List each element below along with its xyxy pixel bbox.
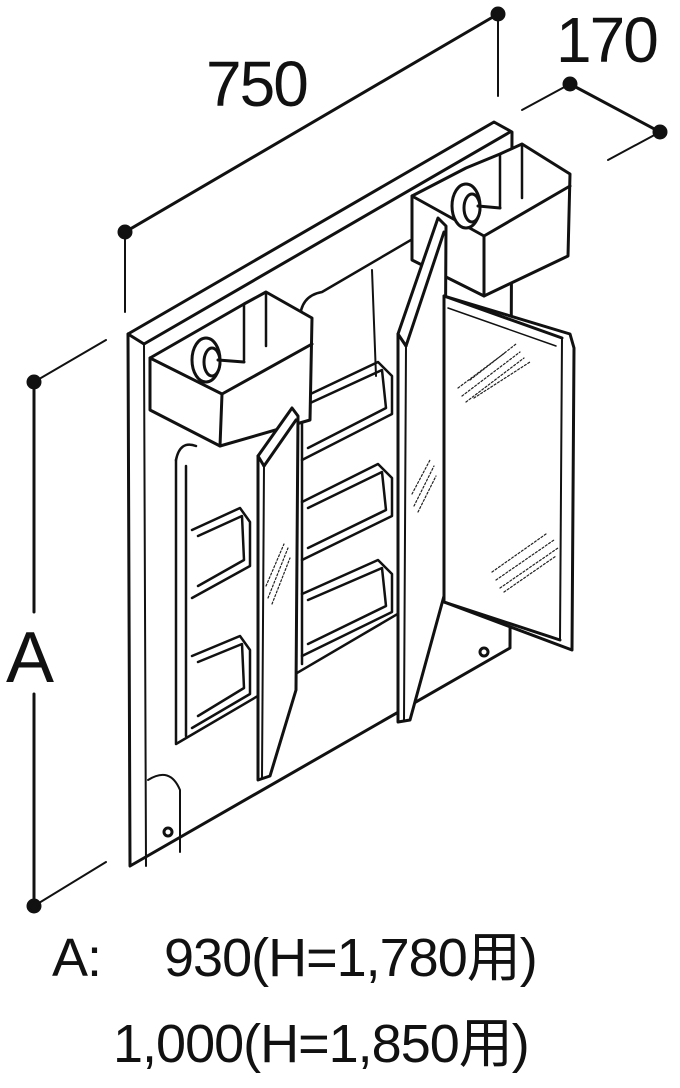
size-legend-line-1: A: 930(H=1,780用) [0, 918, 680, 998]
mounting-hole-left [162, 826, 174, 838]
legend-label: A: [52, 928, 102, 988]
width-dimension-line [117, 6, 506, 313]
center-shelves [300, 360, 394, 666]
legend-value-2: 1,000(H=1,850用) [113, 1014, 530, 1074]
left-shelves [190, 506, 252, 730]
left-mirror-door [256, 406, 300, 782]
right-mirror-door [442, 294, 576, 652]
width-label: 750 [206, 48, 307, 120]
left-light-fixture [148, 290, 314, 448]
height-dimension-line [26, 339, 107, 914]
depth-dimension-line [521, 76, 668, 161]
height-symbol: A [6, 618, 54, 698]
legend-value-1: 930(H=1,780用) [164, 928, 538, 988]
right-light-fixture [410, 142, 572, 298]
size-legend-line-2: 1,000(H=1,850用) [0, 1004, 680, 1084]
mounting-hole-right [478, 646, 490, 658]
depth-label: 170 [556, 4, 657, 76]
mirror-reflection-hatching [265, 343, 559, 605]
